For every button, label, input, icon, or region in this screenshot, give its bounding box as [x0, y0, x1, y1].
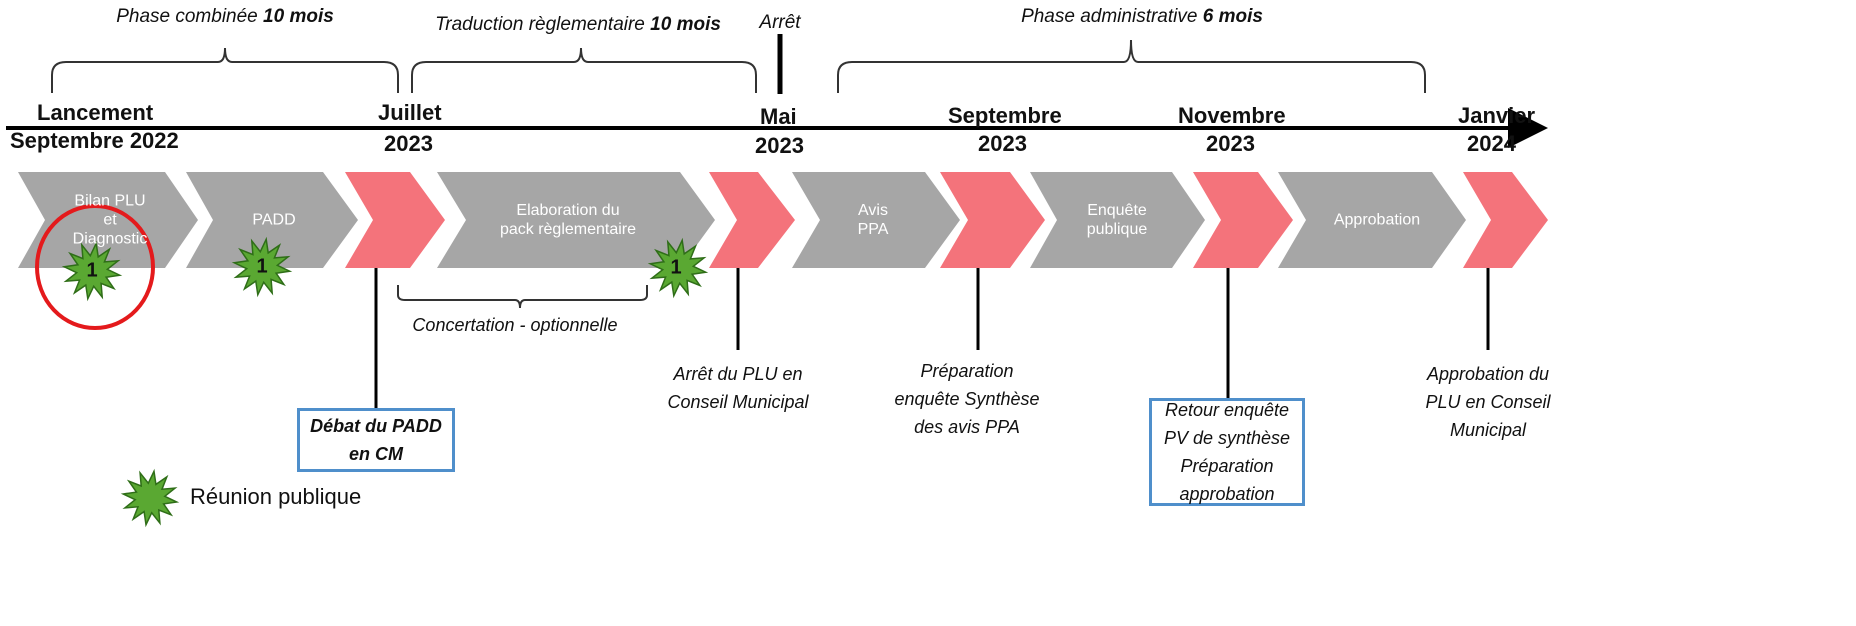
note-approbation-plu: Approbation du PLU en Conseil Municipal: [1425, 364, 1551, 440]
reunion-publique-badge: [231, 236, 293, 298]
concertation-brace: [397, 285, 648, 309]
chevron-enquete-publique: [1030, 172, 1205, 268]
legend-label: Réunion publique: [190, 484, 362, 509]
date-janvier-bottom: 2024: [1467, 131, 1516, 156]
chevron-preparation: [940, 172, 1045, 268]
date-lancement-top: Lancement: [37, 100, 154, 125]
phase-traduction-brace: [411, 47, 757, 93]
date-mai-top: Mai: [760, 104, 797, 129]
note-arret-plu: Arrêt du PLU en Conseil Municipal: [667, 364, 809, 412]
retour-enquete-text: Retour enquête PV de synthèse Préparatio…: [1163, 400, 1291, 504]
phase-administrative-brace: [837, 39, 1426, 93]
date-septembre-top: Septembre: [948, 103, 1062, 128]
step-label-bilan: Bilan PLU et Diagnostic: [72, 192, 148, 248]
date-lancement-bottom: Septembre 2022: [10, 128, 179, 153]
date-mai-bottom: 2023: [755, 133, 804, 158]
chevron-arret: [709, 172, 795, 268]
step-label-padd: PADD: [252, 211, 296, 229]
chevron-approbation-cm: [1463, 172, 1548, 268]
badge-number: 1: [256, 255, 268, 278]
debat-padd-box: Débat du PADD en CM: [297, 408, 455, 472]
concertation-label: Concertation - optionnelle: [412, 315, 618, 335]
badge-number: 1: [670, 256, 682, 279]
step-label-avis-ppa: Avis PPA: [857, 202, 889, 238]
chevron-debat-padd: [345, 172, 445, 268]
phase-combinee-label: Phase combinée 10 mois: [116, 6, 334, 27]
phase-combinee-brace: [51, 47, 399, 93]
phase-administrative-label: Phase administrative 6 mois: [1021, 6, 1263, 27]
phase-traduction-label: Traduction règlementaire 10 mois: [435, 14, 721, 35]
retour-enquete-box: Retour enquête PV de synthèse Préparatio…: [1149, 398, 1305, 506]
debat-padd-text: Débat du PADD en CM: [310, 416, 442, 464]
phase-arret-label: Arrêt: [759, 12, 801, 33]
chevron-bilan-diagnostic: [18, 172, 198, 268]
step-label-enquete: Enquête publique: [1086, 202, 1148, 238]
date-janvier-top: Janvier: [1458, 103, 1536, 128]
highlight-circle: [35, 204, 155, 330]
legend-starburst-icon: [120, 468, 180, 528]
badge-number: 1: [86, 259, 98, 282]
chevron-elaboration-pack: [437, 172, 715, 268]
date-novembre-bottom: 2023: [1206, 131, 1255, 156]
chevron-approbation: [1278, 172, 1466, 268]
chevron-avis-ppa: [792, 172, 960, 268]
chevron-retour-enquete: [1193, 172, 1293, 268]
reunion-publique-badge: [61, 240, 123, 302]
reunion-publique-badge: [647, 237, 709, 299]
date-septembre-bottom: 2023: [978, 131, 1027, 156]
date-juillet-top: Juillet: [378, 100, 442, 125]
date-juillet-bottom: 2023: [384, 131, 433, 156]
chevron-padd: [186, 172, 358, 268]
note-preparation: Préparation enquête Synthèse des avis PP…: [894, 361, 1040, 437]
step-label-elaboration: Elaboration du pack règlementaire: [499, 202, 637, 238]
step-label-approbation: Approbation: [1333, 211, 1421, 229]
date-novembre-top: Novembre: [1178, 103, 1286, 128]
